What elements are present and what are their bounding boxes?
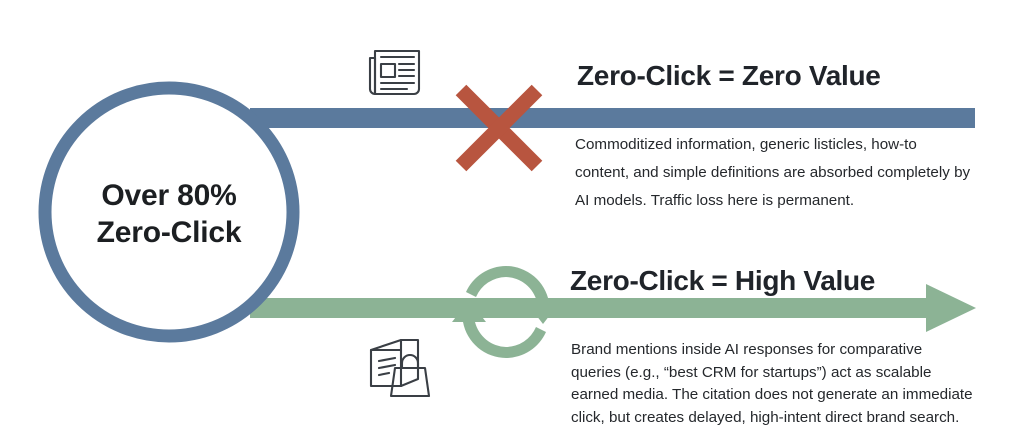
branch-body-top-line-3: AI models. Traffic loss here is permanen… <box>575 192 855 209</box>
connector-arrowhead-bottom <box>926 284 976 332</box>
connector-line-bottom <box>250 298 928 318</box>
connector-line-top <box>250 108 975 128</box>
book-shopping-bag-icon <box>369 338 431 398</box>
branch-body-top-line-2: content, and simple definitions are abso… <box>575 164 971 181</box>
hub-circle-label: Over 80% Zero-Click <box>48 178 290 251</box>
recycle-arrows-icon <box>452 266 560 358</box>
branch-body-bottom-line-2: queries (e.g., “best CRM for startups”) … <box>571 363 932 381</box>
newspaper-icon <box>368 49 421 96</box>
branch-body-bottom: Brand mentions inside AI responses for c… <box>571 339 983 429</box>
x-mark-icon <box>455 84 543 172</box>
branch-body-bottom-line-4: click, but creates delayed, high-intent … <box>571 408 960 426</box>
hub-label-line-2: Zero-Click <box>96 215 242 249</box>
branch-body-top: Commoditized information, generic listic… <box>575 131 983 215</box>
branch-heading-top: Zero-Click = Zero Value <box>577 60 881 91</box>
hub-circle-ring <box>38 81 300 343</box>
hub-label-line-1: Over 80% <box>101 179 237 212</box>
branch-body-bottom-line-1: Brand mentions inside AI responses for c… <box>571 341 923 358</box>
branch-heading-bottom: Zero-Click = High Value <box>570 265 876 296</box>
branch-body-bottom-line-3: earned media. The citation does not gene… <box>571 386 973 403</box>
branch-body-top-line-1: Commoditized information, generic listic… <box>575 136 917 153</box>
